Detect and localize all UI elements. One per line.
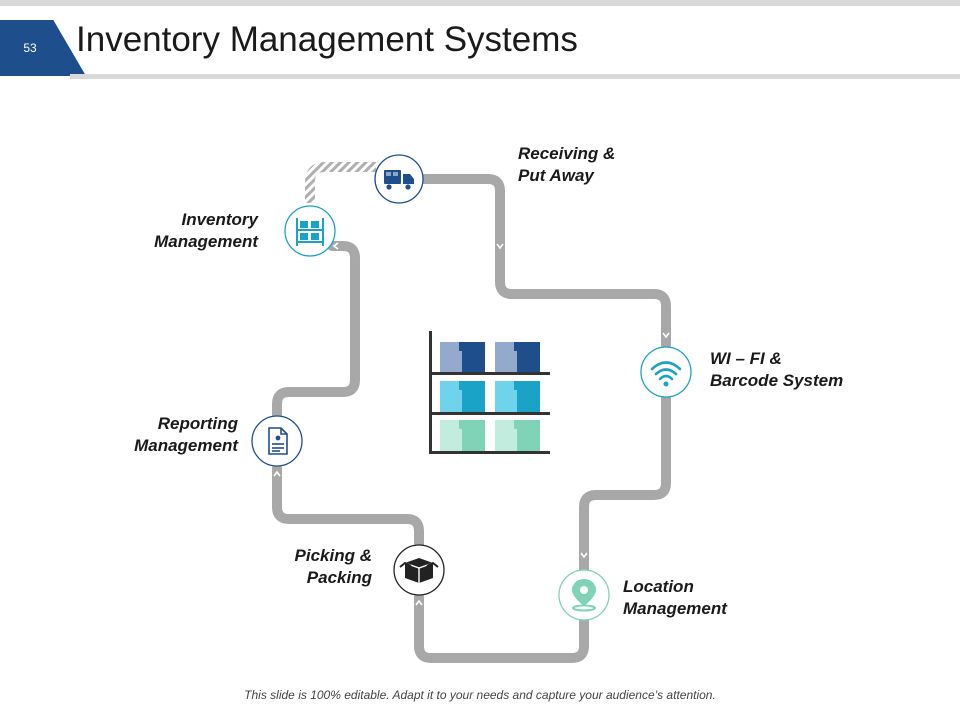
wifi-icon [650,361,682,381]
path-segment-picking-to-reporting [272,463,424,550]
truck-icon [384,170,414,190]
label-inventory-line1: Inventory [181,210,258,229]
location-pin-icon [572,579,596,612]
label-reporting-line1: Reporting [157,414,238,433]
label-picking-line1: Picking & [294,546,372,565]
label-location: Location Management [623,576,727,620]
label-inventory: Inventory Management [118,209,258,253]
label-picking: Picking & Packing [232,545,372,589]
process-path [272,174,671,663]
path-segment-wifi-to-location [579,393,671,574]
box-icon [399,558,439,583]
label-reporting: Reporting Management [98,413,238,457]
chevron-location [580,552,588,559]
label-wifi: WI – FI & Barcode System [710,348,843,392]
chevron-wifi [662,332,670,339]
title-underline [70,74,960,79]
path-segment-receiving-to-wifi [415,174,671,350]
label-receiving-line1: Receiving & [518,144,616,163]
node-wifi [640,346,692,398]
wifi-dot [663,381,669,387]
node-inventory [284,205,336,257]
warehouse-shelves-icon [429,331,550,454]
node-location [558,569,610,621]
label-wifi-line1: WI – FI & [710,349,782,368]
label-wifi-line2: Barcode System [710,371,844,390]
label-inventory-line2: Management [154,232,258,251]
chevron-inventory [332,242,339,250]
label-receiving: Receiving & Put Away [518,143,615,187]
chevron-reporting [273,470,281,477]
report-icon [268,427,288,455]
label-reporting-line2: Management [134,436,238,455]
slide-title: Inventory Management Systems [76,20,578,59]
hatched-connector [305,162,376,203]
node-reporting [251,415,303,467]
label-location-line1: Location [623,577,694,596]
shelf-icon [296,218,324,246]
chevron-picking [415,599,423,606]
label-location-line2: Management [623,599,727,618]
path-segment-location-to-picking [414,592,589,663]
top-bar [0,0,960,6]
label-picking-line2: Packing [306,568,372,587]
node-receiving [374,154,424,204]
path-chevrons [273,242,670,606]
node-picking [393,544,445,596]
chevron-receiving [496,243,504,250]
page-number: 53 [23,41,37,55]
path-segment-reporting-to-inventory [272,241,360,422]
label-receiving-line2: Put Away [518,166,594,185]
footer-note: This slide is 100% editable. Adapt it to… [244,688,716,702]
